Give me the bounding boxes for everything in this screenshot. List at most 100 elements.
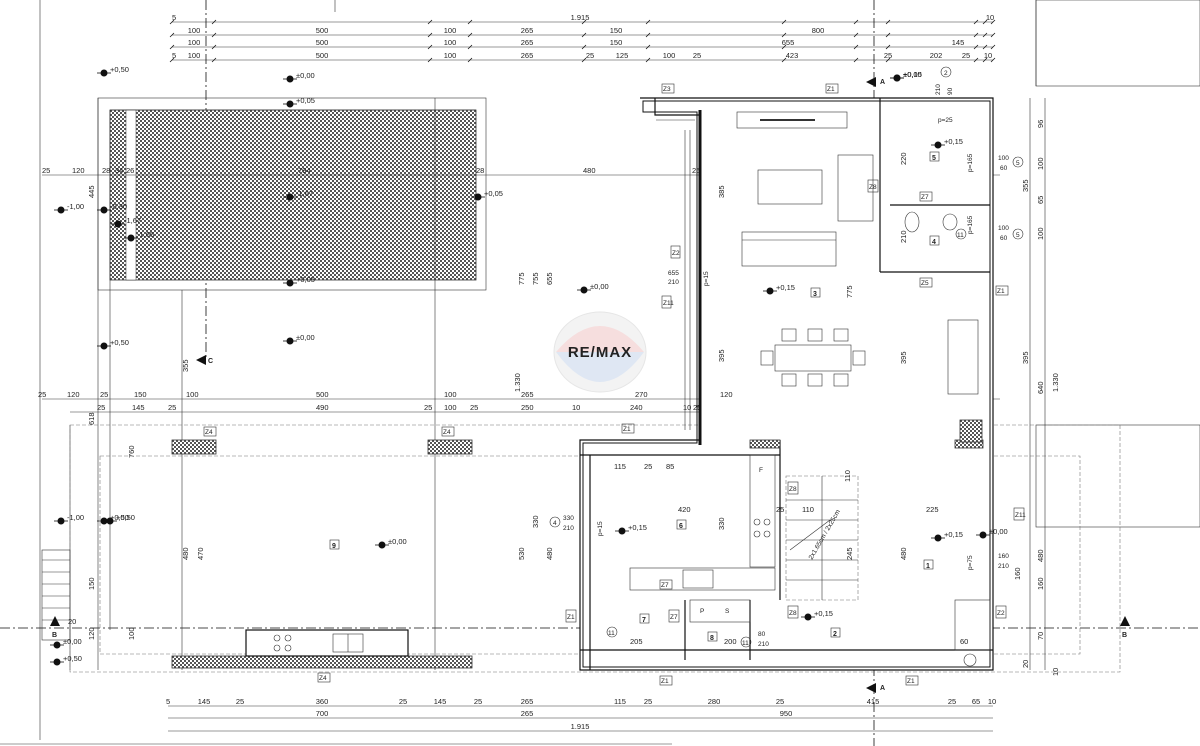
dimension-tick xyxy=(781,44,787,50)
dimension-tick xyxy=(427,19,433,25)
room-9: 9 xyxy=(332,543,336,550)
dimension-tick xyxy=(467,57,473,63)
door-note-15: 100 xyxy=(998,225,1009,232)
dim-top-4f: 25 xyxy=(586,51,594,60)
room-4: 4 xyxy=(932,239,936,246)
room-5: 5 xyxy=(932,155,936,162)
dim-b1-4: 25 xyxy=(399,697,407,706)
chimney xyxy=(959,419,983,443)
dim-inner-1: 755 xyxy=(531,272,540,285)
armchair xyxy=(837,154,874,222)
door-note-2: p=165 xyxy=(967,215,974,234)
dim-left-2: 355 xyxy=(181,359,190,372)
dim-inner-8: 420 xyxy=(678,505,691,514)
level-value: +0,15 xyxy=(903,70,922,79)
pool-grid xyxy=(109,109,477,281)
tag-z1-right: Z1 xyxy=(997,288,1005,295)
dim-top-4j: 423 xyxy=(786,51,799,60)
dim-mla-1: 120 xyxy=(67,390,80,399)
dim-right-10: 1.330 xyxy=(513,373,522,392)
dim-mu-4: 26 xyxy=(126,166,134,175)
door-num-5: 11 xyxy=(742,640,749,647)
dim-left-3: 760 xyxy=(127,445,136,458)
door-note-16: 60 xyxy=(1000,235,1008,242)
dim-right-13: 10 xyxy=(1051,668,1060,676)
dim-top-3e: 150 xyxy=(610,38,623,47)
door-note-14: 60 xyxy=(1000,165,1008,172)
dimension-tick xyxy=(467,32,473,38)
door-note-1: p=165 xyxy=(967,153,974,172)
dimension-tick xyxy=(427,57,433,63)
dimension-tick xyxy=(885,32,891,38)
dimension-tick xyxy=(581,19,587,25)
dimension-tick xyxy=(982,44,988,50)
sofa xyxy=(741,231,837,267)
level-value: +0,15 xyxy=(944,530,963,539)
dimension-tick xyxy=(853,19,859,25)
door-num-6: 4 xyxy=(553,520,557,527)
dim-b3-0: 1.915 xyxy=(571,722,590,731)
dim-inner-13: 25 xyxy=(644,462,652,471)
level-value: +0,15 xyxy=(776,283,795,292)
tag-z7-kitchen: Z7 xyxy=(661,582,669,589)
dimension-tick xyxy=(169,32,175,38)
door-num-0: 2 xyxy=(944,70,948,77)
dim-inner-7b: 395 xyxy=(899,351,908,364)
terrace-edge xyxy=(171,655,473,669)
dimension-tick xyxy=(973,32,979,38)
dim-top-3f: 655 xyxy=(782,38,795,47)
dimension-tick xyxy=(990,57,996,63)
dim-top-4i: 25 xyxy=(693,51,701,60)
entry-cabinet xyxy=(954,599,991,651)
door-note-13: 100 xyxy=(998,155,1009,162)
dimension-tick xyxy=(982,19,988,25)
dim-b1-8: 115 xyxy=(614,697,626,706)
dim-left-7: 120 xyxy=(87,627,96,640)
dim-b2-1: 265 xyxy=(521,709,534,718)
room-8: 8 xyxy=(710,635,714,642)
dimension-tick xyxy=(982,32,988,38)
level-value: +0,50 xyxy=(63,654,82,663)
dimension-tick xyxy=(169,19,175,25)
dim-inner-26: 110 xyxy=(843,470,852,482)
dim-top-2c: 100 xyxy=(444,26,457,35)
left-dimensions: 445 618 355 760 470 480 150 120 100 20 xyxy=(68,98,436,670)
dim-b1-0: 5 xyxy=(166,697,170,706)
dimension-tick xyxy=(990,32,996,38)
top-dimensions: 5 1.915 10 100 500 100 265 150 800 100 5… xyxy=(169,13,996,63)
tag-z7: Z7 xyxy=(921,194,929,201)
door-note-0: p=25 xyxy=(938,117,953,124)
dim-top-4m: 25 xyxy=(962,51,970,60)
tv-unit xyxy=(736,111,848,129)
dim-inner-4: 530 xyxy=(517,547,526,560)
dimension-tick xyxy=(973,44,979,50)
dim-inner-20: 120 xyxy=(720,390,733,399)
dimension-tick xyxy=(990,44,996,50)
dim-top-4b: 100 xyxy=(188,51,201,60)
tag-z2-living: Z2 xyxy=(672,250,680,257)
site-boundary xyxy=(39,0,1037,740)
dim-mla-2: 25 xyxy=(100,390,108,399)
door-note-3: p=15 xyxy=(703,271,710,286)
dim-mu-6: 28 xyxy=(476,166,484,175)
dim-top-4g: 125 xyxy=(616,51,629,60)
dim-top-1a: 5 xyxy=(172,13,176,22)
dimension-tick xyxy=(645,19,651,25)
dim-right-2: 355 xyxy=(1021,179,1030,192)
level-value: +0,50 xyxy=(116,513,135,522)
dimension-tick xyxy=(467,19,473,25)
dim-mu-2: 28 xyxy=(102,166,110,175)
dimension-tick xyxy=(645,32,651,38)
level-value: +0,05 xyxy=(296,275,315,284)
tag-z5: Z5 xyxy=(921,280,929,287)
dim-mlb-1: 145 xyxy=(132,403,145,412)
house-walls xyxy=(579,97,994,671)
door-notes: p=25 p=165 p=165 p=15 p=15 p=75 655 210 … xyxy=(563,84,1009,648)
dim-mla-0: 25 xyxy=(38,390,46,399)
bed-edge xyxy=(947,319,979,395)
level-value: -0,30 xyxy=(110,202,127,211)
pantry-units xyxy=(689,599,751,623)
dimension-tick xyxy=(982,57,988,63)
level-value: -1,65 xyxy=(137,230,154,239)
